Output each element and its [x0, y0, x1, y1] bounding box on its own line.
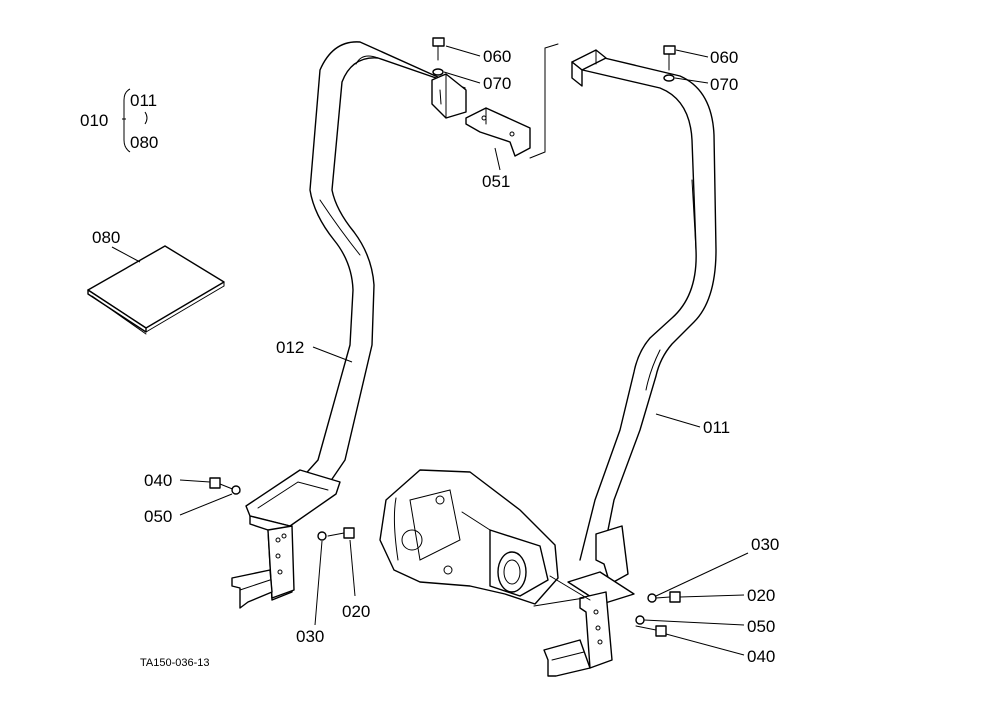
operator-manual: [87, 245, 225, 335]
drawing-code: TA150-036-13: [140, 657, 210, 669]
label-010: 010: [80, 111, 108, 130]
label-040-right: 040: [747, 647, 775, 666]
label-050-left: 050: [144, 507, 172, 526]
label-080-group: 080: [130, 133, 158, 152]
label-060-left: 060: [483, 47, 511, 66]
transmission-housing: [379, 469, 591, 607]
washer-070-right: [663, 74, 675, 82]
bolt-020-left: [327, 527, 355, 539]
bolt-060-right: [663, 45, 676, 71]
right-frame-011: [571, 49, 717, 561]
bolt-060-left: [432, 37, 445, 61]
left-mounting-bracket: [231, 469, 341, 609]
right-mounting-bracket: [543, 525, 635, 677]
washer-030-right: [647, 593, 657, 603]
bolt-040-right: [635, 625, 667, 637]
washer-050-right: [635, 615, 645, 625]
label-030-right: 030: [751, 535, 779, 554]
label-030-left: 030: [296, 627, 324, 646]
part-labels: 010 011 080 080 060 070 060 070 051 012 …: [80, 47, 779, 669]
washer-050-left: [231, 485, 241, 495]
label-050-right: 050: [747, 617, 775, 636]
joint-bracket-051: [465, 43, 559, 171]
leader-lines: [111, 45, 749, 656]
label-020-left: 020: [342, 602, 370, 621]
washer-030-left: [317, 531, 327, 541]
label-070-left: 070: [483, 74, 511, 93]
label-020-right: 020: [747, 586, 775, 605]
label-040-left: 040: [144, 471, 172, 490]
label-070-right: 070: [710, 75, 738, 94]
washer-070-left: [432, 68, 444, 76]
label-060-right: 060: [710, 48, 738, 67]
label-011-group: 011: [130, 91, 157, 110]
left-frame-012: [299, 41, 467, 483]
label-011: 011: [703, 418, 730, 437]
bolt-020-right: [655, 591, 681, 603]
label-051: 051: [482, 172, 510, 191]
fasteners: [209, 37, 681, 637]
label-012: 012: [276, 338, 304, 357]
label-080-manual: 080: [92, 228, 120, 247]
